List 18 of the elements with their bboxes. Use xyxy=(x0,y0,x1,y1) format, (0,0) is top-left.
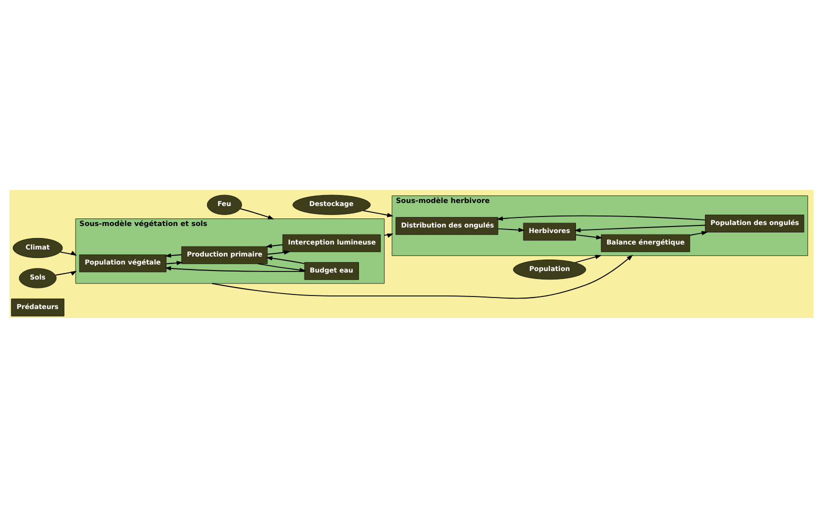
arrow xyxy=(267,250,290,254)
arrow xyxy=(266,256,305,264)
arrow xyxy=(574,254,602,263)
arrow xyxy=(212,254,633,298)
arrow xyxy=(574,224,706,232)
arrow xyxy=(240,208,274,219)
arrow xyxy=(575,234,602,239)
arrow xyxy=(55,270,77,276)
arrow xyxy=(690,230,708,236)
arrow xyxy=(266,243,284,248)
arrow xyxy=(164,252,182,258)
arrow xyxy=(496,214,706,220)
arrow xyxy=(164,266,305,272)
arrow xyxy=(362,210,394,217)
arrow xyxy=(60,250,77,256)
arrow xyxy=(258,262,306,272)
arrow xyxy=(166,260,183,265)
arrow xyxy=(498,227,525,232)
